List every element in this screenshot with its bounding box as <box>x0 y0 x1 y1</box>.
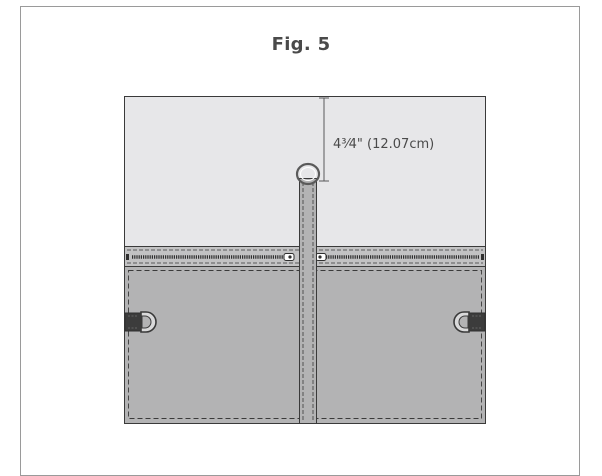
zipper-pull-icon <box>283 253 295 261</box>
d-ring-icon <box>295 162 321 186</box>
d-ring-icon <box>453 311 486 333</box>
zipper-pull-icon <box>315 253 327 261</box>
zipper-stop-left <box>126 254 129 260</box>
figure-title: Fig. 5 <box>271 34 331 55</box>
d-ring-icon <box>124 311 157 333</box>
pattern-diagram: 4³⁄4" (12.07cm) <box>124 96 486 424</box>
zipper-stop-right <box>481 254 484 260</box>
measurement-indicator <box>319 97 329 182</box>
measurement-label: 4³⁄4" (12.07cm) <box>333 137 434 152</box>
strap-icon <box>299 178 317 424</box>
